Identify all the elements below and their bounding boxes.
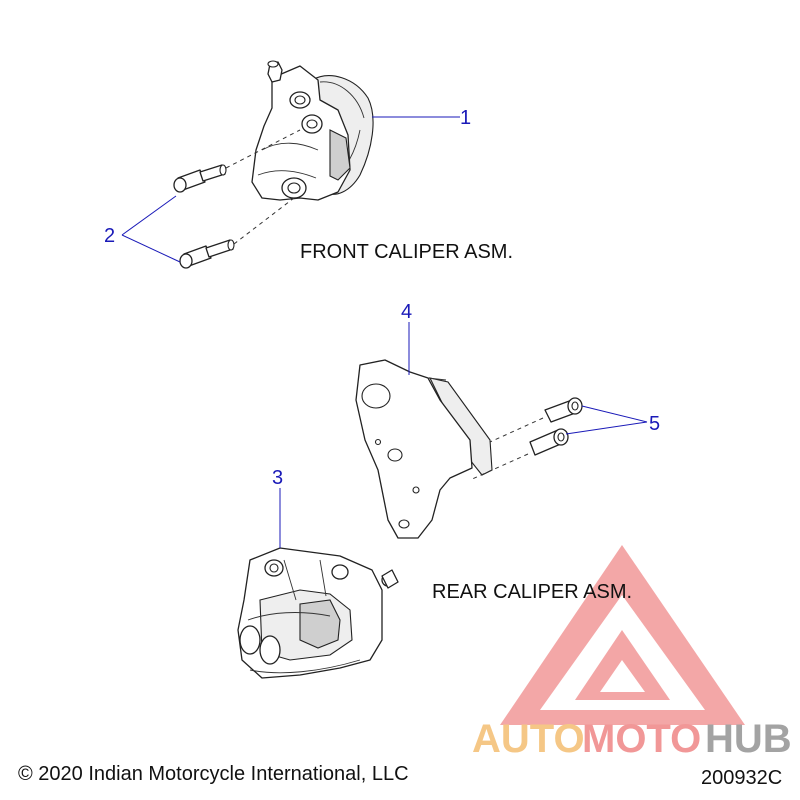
front-bolt-alignment-upper <box>225 129 301 169</box>
rear-bolt-alignment-upper <box>489 417 544 443</box>
leader-5-lower <box>565 421 648 435</box>
watermark-triangle-core-hole <box>600 660 645 692</box>
front-caliper-bolt-upper <box>173 164 227 193</box>
rear-caliper-bracket-drawing <box>355 359 493 539</box>
watermark-word-hub: HUB <box>705 717 792 761</box>
leader-2-lower <box>121 234 181 263</box>
callout-4: 4 <box>401 301 412 323</box>
watermark-word-auto: AUTO <box>472 717 585 761</box>
rear-caliper-drawing <box>237 547 399 679</box>
rear-caliper-label: REAR CALIPER ASM. <box>432 581 632 603</box>
rear-bracket-bolt-lower <box>529 428 569 456</box>
rear-bracket-bolt-upper <box>544 397 583 423</box>
leader-2-upper <box>121 195 177 236</box>
front-bolt-alignment-lower <box>233 197 295 245</box>
watermark-logo: AUTO MOTO HUB <box>472 545 792 761</box>
callout-1: 1 <box>460 107 471 129</box>
front-caliper-label: FRONT CALIPER ASM. <box>300 241 513 263</box>
callout-2: 2 <box>104 225 115 247</box>
diagram-code: 200932C <box>701 767 782 789</box>
rear-bolt-alignment-lower <box>469 453 529 481</box>
front-caliper-drawing <box>251 60 374 201</box>
copyright-notice: © 2020 Indian Motorcycle International, … <box>18 763 409 785</box>
watermark-word-moto: MOTO <box>582 717 701 761</box>
front-caliper-bolt-lower <box>179 239 235 269</box>
callout-5: 5 <box>649 413 660 435</box>
leader-5-upper <box>581 405 648 423</box>
callout-3: 3 <box>272 467 283 489</box>
